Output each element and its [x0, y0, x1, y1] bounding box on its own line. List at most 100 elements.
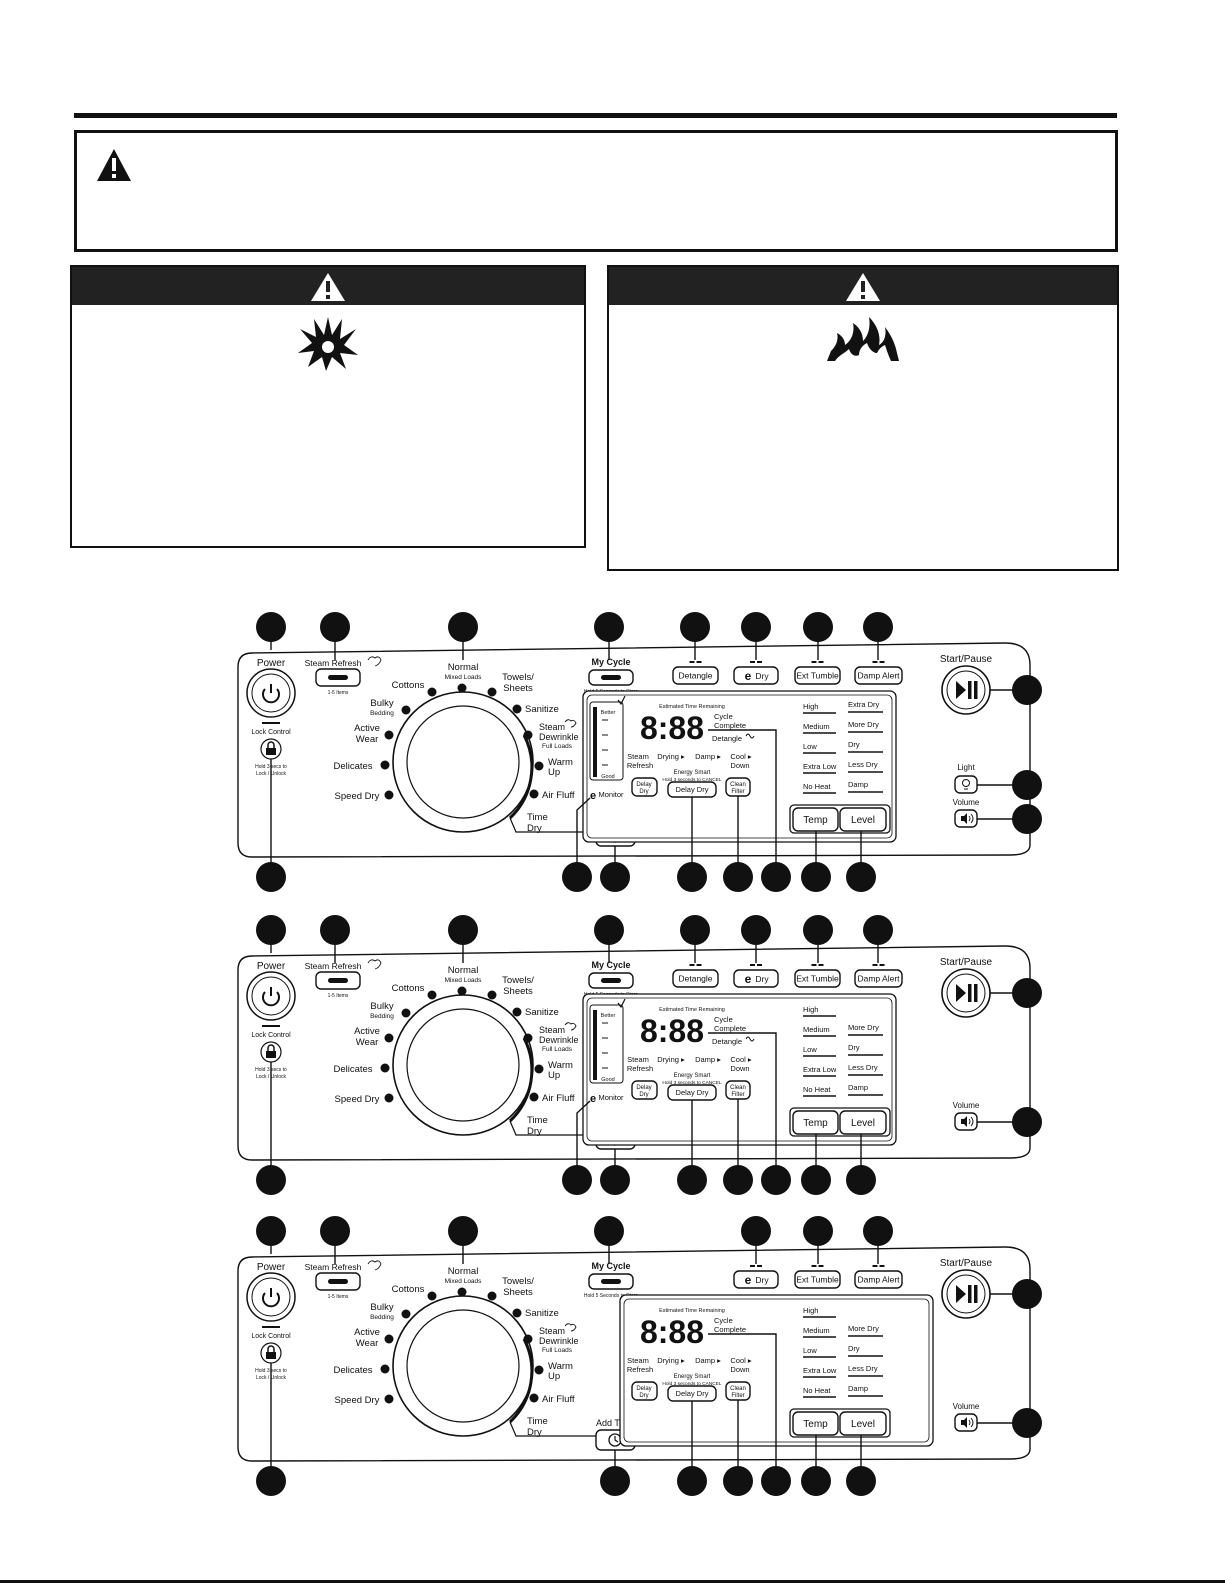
- ext-tumble-button[interactable]: Ext Tumble: [794, 969, 841, 988]
- cycle-label-time: Time: [527, 1416, 548, 1427]
- indicator-dot: [380, 760, 390, 770]
- temp-button[interactable]: Temp: [792, 807, 839, 832]
- energy-smart-label: Energy Smart: [674, 1374, 711, 1380]
- cycle-label-speed-dry: Speed Dry: [335, 1395, 380, 1406]
- lock-control-button[interactable]: [260, 1041, 282, 1063]
- temp-button[interactable]: Temp: [792, 1110, 839, 1135]
- callout-marker: [256, 915, 286, 945]
- volume-button[interactable]: [954, 809, 978, 828]
- temp-button[interactable]: Temp: [792, 1411, 839, 1436]
- button-outline[interactable]: [794, 666, 841, 685]
- power-button[interactable]: [246, 971, 296, 1021]
- button-outline[interactable]: [839, 1110, 887, 1135]
- ext-tumble-button[interactable]: Ext Tumble: [794, 666, 841, 685]
- button-outline[interactable]: [631, 777, 658, 797]
- start-pause-button[interactable]: [941, 1269, 991, 1319]
- callout-marker: [600, 1466, 630, 1496]
- time-dry-arc: [508, 1037, 534, 1123]
- cycle-label-wear: Wear: [356, 734, 379, 745]
- damp-alert-button[interactable]: Damp Alert: [854, 1270, 903, 1289]
- knob-inner-face[interactable]: [406, 705, 520, 819]
- button-outline[interactable]: [854, 969, 903, 988]
- warning-box: [74, 130, 1118, 252]
- cycle-label-time: Time: [527, 1115, 548, 1126]
- level-button[interactable]: Level: [839, 1110, 887, 1135]
- button-outline[interactable]: [839, 807, 887, 832]
- button-outline[interactable]: [733, 1270, 779, 1289]
- callout-marker: [801, 1466, 831, 1496]
- level-button[interactable]: Level: [839, 807, 887, 832]
- knob-inner-face[interactable]: [406, 1008, 520, 1122]
- button-outline[interactable]: [631, 1080, 658, 1100]
- indicator-dot: [457, 683, 467, 693]
- detangle-icon: [745, 733, 755, 739]
- indicator-dot: [384, 1394, 394, 1404]
- start-pause-button[interactable]: [941, 665, 991, 715]
- power-button[interactable]: [246, 668, 296, 718]
- indicator-dot: [529, 1393, 539, 1403]
- volume-button[interactable]: [954, 1413, 978, 1432]
- button-outline[interactable]: [839, 1411, 887, 1436]
- leaf-icon: [617, 998, 626, 1009]
- button-outline[interactable]: [854, 1270, 903, 1289]
- cycle-label-towels: Towels/: [502, 975, 534, 986]
- damp-alert-button[interactable]: Damp Alert: [854, 666, 903, 685]
- button-label: Ext Tumble: [796, 974, 839, 984]
- callout-marker: [1012, 770, 1042, 800]
- power-button[interactable]: [246, 1272, 296, 1322]
- button-label: Delay: [636, 782, 651, 788]
- start-pause-button[interactable]: [941, 968, 991, 1018]
- lock-control-button[interactable]: [260, 1342, 282, 1364]
- display-window-inner: [586, 997, 893, 1142]
- delay-dry-button[interactable]: Delay Dry: [667, 781, 717, 798]
- temp-option-label: No Heat: [803, 1085, 831, 1094]
- button-label: Delay Dry: [676, 1088, 709, 1097]
- steam-refresh-hint: 1-5 Items: [328, 1294, 349, 1300]
- detangle-button[interactable]: Detangle: [672, 666, 719, 685]
- delay-dry-button[interactable]: Delay Dry: [667, 1084, 717, 1101]
- level-button[interactable]: Level: [839, 1411, 887, 1436]
- callout-marker: [863, 612, 893, 642]
- volume-button[interactable]: [954, 1112, 978, 1131]
- button-outline[interactable]: [794, 969, 841, 988]
- status-drying-label: Drying ▸: [657, 752, 685, 761]
- button-outline[interactable]: [954, 775, 978, 794]
- button-outline[interactable]: [733, 666, 779, 685]
- lock-control-button[interactable]: [260, 738, 282, 760]
- button-outline[interactable]: [672, 969, 719, 988]
- indicator-dot: [380, 1364, 390, 1374]
- detangle-button[interactable]: Detangle: [672, 969, 719, 988]
- light-label: Light: [957, 763, 975, 772]
- delay-dry-button[interactable]: Delay Dry: [667, 1385, 717, 1402]
- cycle-selector-knob[interactable]: [392, 994, 534, 1136]
- level-option-label: More Dry: [848, 1023, 879, 1032]
- button-label: Delay Dry: [676, 785, 709, 794]
- volume-label: Volume: [953, 1402, 980, 1411]
- light-button[interactable]: [954, 775, 978, 794]
- lock-icon: [267, 1345, 275, 1352]
- button-outline[interactable]: [672, 666, 719, 685]
- damp-alert-button[interactable]: Damp Alert: [854, 969, 903, 988]
- button-outline[interactable]: [733, 969, 779, 988]
- pause-icon: [968, 1285, 972, 1303]
- button-outline[interactable]: [794, 1270, 841, 1289]
- button-label: Temp: [803, 1118, 828, 1129]
- ext-tumble-button[interactable]: Ext Tumble: [794, 1270, 841, 1289]
- knob-inner-face[interactable]: [406, 1309, 520, 1423]
- button-outline[interactable]: [854, 666, 903, 685]
- status-cool-label: Cool ▸: [730, 1356, 752, 1365]
- cycle-selector-knob[interactable]: [392, 691, 534, 833]
- button-outline[interactable]: [631, 1381, 658, 1401]
- cycle-label-active: Active: [354, 1026, 380, 1037]
- cycle-sublabel: Mixed Loads: [445, 674, 483, 681]
- cycle-selector-knob[interactable]: [392, 1295, 534, 1437]
